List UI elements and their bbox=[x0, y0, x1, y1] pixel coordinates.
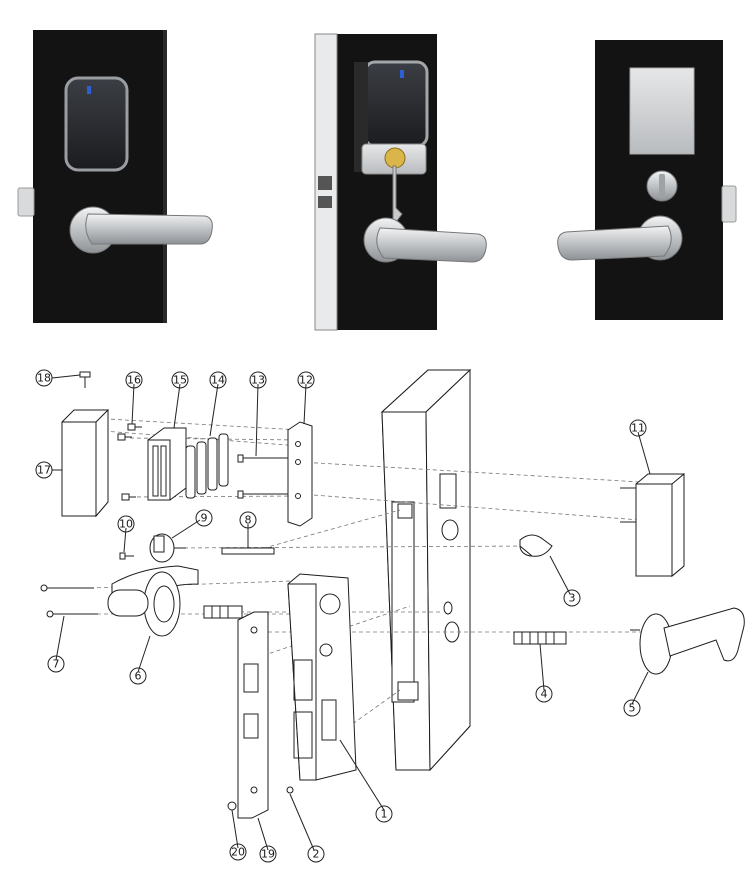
svg-text:6: 6 bbox=[135, 670, 142, 683]
outer-handle-5 bbox=[630, 607, 745, 675]
exploded-view bbox=[40, 368, 745, 819]
latch-bolt bbox=[318, 176, 332, 190]
rear-view-photo bbox=[557, 40, 737, 320]
battery-cover bbox=[629, 67, 695, 155]
callout-18: 18 bbox=[35, 369, 53, 387]
callout-13: 13 bbox=[249, 371, 267, 389]
battery-holder-15 bbox=[147, 427, 187, 501]
lever-handle bbox=[85, 213, 213, 245]
mounting-plate-12 bbox=[287, 421, 313, 527]
battery-cover-17 bbox=[61, 408, 109, 518]
screws-16 bbox=[117, 423, 142, 501]
card-reader bbox=[363, 60, 429, 148]
thumbturn-bar bbox=[659, 174, 665, 198]
key-cylinder bbox=[384, 147, 406, 169]
screw-20 bbox=[227, 801, 237, 811]
svg-text:12: 12 bbox=[299, 374, 313, 387]
callout-10: 10 bbox=[117, 515, 135, 533]
svg-text:9: 9 bbox=[201, 512, 208, 525]
edge-view-photo bbox=[314, 33, 487, 331]
callout-7: 7 bbox=[47, 655, 65, 673]
latch-stub bbox=[17, 187, 35, 217]
callout-19: 19 bbox=[259, 845, 277, 863]
callout-5: 5 bbox=[623, 699, 641, 717]
svg-text:7: 7 bbox=[53, 658, 60, 671]
leader-lines bbox=[51, 374, 651, 851]
callouts: 1 2 3 4 5 6 7 8 9 10 11 12 13 14 15 16 1… bbox=[35, 369, 647, 863]
callout-14: 14 bbox=[209, 371, 227, 389]
screws-7 bbox=[40, 584, 98, 618]
faceplate-19 bbox=[237, 611, 269, 819]
svg-text:5: 5 bbox=[629, 702, 636, 715]
dead-bolt bbox=[318, 196, 332, 208]
spindle-8 bbox=[221, 547, 275, 555]
svg-text:10: 10 bbox=[119, 518, 133, 531]
lever-handle bbox=[376, 227, 487, 263]
svg-text:14: 14 bbox=[211, 374, 225, 387]
card-reader bbox=[64, 76, 129, 172]
svg-text:18: 18 bbox=[37, 372, 51, 385]
svg-text:3: 3 bbox=[569, 592, 576, 605]
callout-17: 17 bbox=[35, 461, 53, 479]
callout-12: 12 bbox=[297, 371, 315, 389]
callout-2: 2 bbox=[307, 845, 325, 863]
svg-text:4: 4 bbox=[541, 688, 548, 701]
svg-text:17: 17 bbox=[37, 464, 51, 477]
door-panel-edge bbox=[163, 30, 167, 323]
callout-9: 9 bbox=[195, 509, 213, 527]
latch-stub bbox=[721, 185, 737, 223]
callout-16: 16 bbox=[125, 371, 143, 389]
door-panel bbox=[33, 30, 165, 323]
batteries-14 bbox=[185, 433, 229, 499]
callout-3: 3 bbox=[563, 589, 581, 607]
callout-6: 6 bbox=[129, 667, 147, 685]
callout-20: 20 bbox=[229, 843, 247, 861]
callout-1: 1 bbox=[375, 805, 393, 823]
door-body bbox=[380, 368, 472, 772]
mortise-body-1 bbox=[287, 573, 357, 781]
callout-11: 11 bbox=[629, 419, 647, 437]
svg-text:11: 11 bbox=[631, 422, 645, 435]
svg-text:8: 8 bbox=[245, 514, 252, 527]
callout-8: 8 bbox=[239, 511, 257, 529]
led-indicator bbox=[87, 86, 91, 94]
led-indicator bbox=[400, 70, 404, 78]
callout-15: 15 bbox=[171, 371, 189, 389]
svg-text:15: 15 bbox=[173, 374, 187, 387]
svg-text:2: 2 bbox=[313, 848, 320, 861]
svg-text:13: 13 bbox=[251, 374, 265, 387]
svg-text:19: 19 bbox=[261, 848, 275, 861]
front-view-photo bbox=[17, 30, 213, 323]
card-reader-11 bbox=[620, 472, 685, 578]
callout-4: 4 bbox=[535, 685, 553, 703]
lever-handle bbox=[557, 225, 672, 261]
thumbturn-9 bbox=[149, 533, 186, 563]
square-spindle bbox=[203, 605, 243, 619]
screw-18 bbox=[79, 371, 91, 388]
svg-text:16: 16 bbox=[127, 374, 141, 387]
svg-text:20: 20 bbox=[231, 846, 245, 859]
outer-spindle-4 bbox=[513, 631, 567, 645]
svg-text:1: 1 bbox=[381, 808, 388, 821]
cylinder-3 bbox=[519, 534, 553, 557]
screw-10 bbox=[119, 552, 134, 560]
screw-2 bbox=[286, 786, 294, 794]
inner-handle-6 bbox=[107, 565, 199, 637]
long-screws-13 bbox=[237, 454, 288, 499]
